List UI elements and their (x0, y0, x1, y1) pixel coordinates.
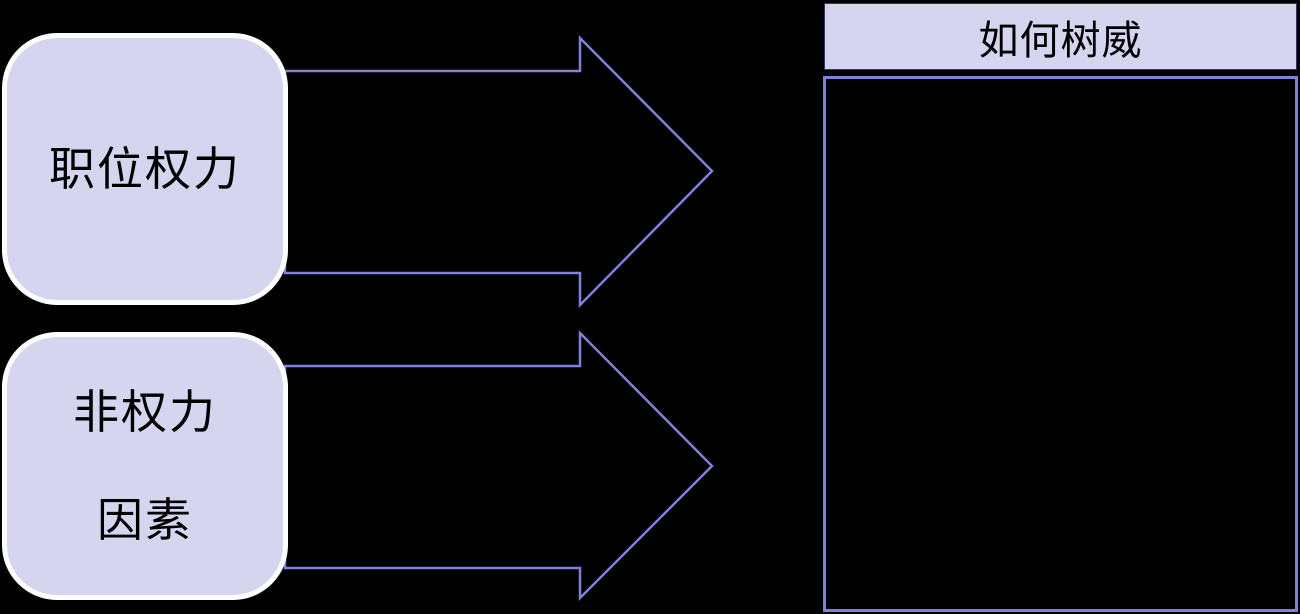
panel-header-label: 如何树威 (978, 18, 1143, 63)
right-arrow-bottom (283, 329, 714, 602)
node-label: 职位权力 (49, 143, 241, 195)
panel-body-empty (823, 76, 1298, 612)
node-label-line-2: 因素 (97, 494, 193, 546)
panel-header-how-to-build-authority: 如何树威 (824, 3, 1297, 70)
node-label-line-1: 非权力 (73, 386, 217, 438)
node-non-power-factors: 非权力 因素 (2, 332, 288, 600)
right-arrow-top (283, 34, 714, 309)
node-position-power: 职位权力 (2, 33, 288, 305)
